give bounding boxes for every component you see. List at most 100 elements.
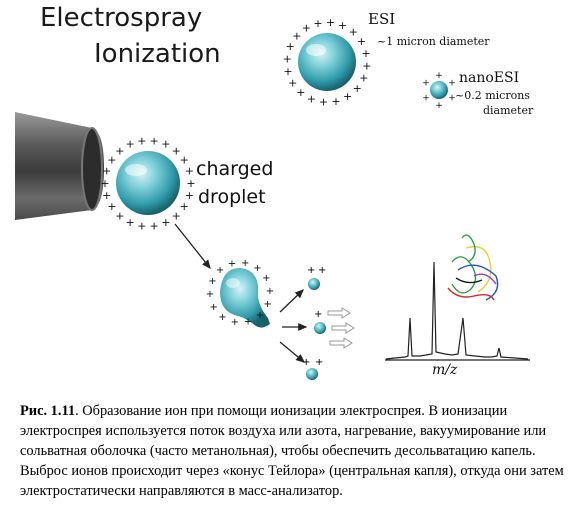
svg-text:+: + [314,309,322,320]
hollow-arrows [327,307,355,349]
charge-plus-sign: + [262,273,270,284]
charged-droplet: ++++++++++++++++++++++ [100,134,195,232]
charge-plus-sign: + [296,86,305,99]
charge-plus-sign: + [244,316,252,327]
charge-plus-sign: + [331,95,340,108]
charge-plus-sign: + [448,79,456,89]
svg-text:+: + [318,265,326,276]
emission-arrow-down [279,341,305,363]
ion-top: + + [307,265,326,290]
charge-plus-sign: + [326,16,335,29]
charge-plus-sign: + [357,35,366,48]
charge-plus-sign: + [125,138,134,151]
caption-prefix: Рис. 1.11 [20,403,76,419]
charge-plus-sign: + [115,209,124,222]
svg-text:+: + [315,357,323,368]
charge-plus-sign: + [186,177,195,190]
charge-plus-sign: + [362,59,371,72]
charge-plus-sign: + [107,154,116,167]
charge-plus-sign: + [161,138,170,151]
charge-plus-sign: + [161,216,170,229]
mz-axis-label: m/z [432,362,458,378]
charge-plus-sign: + [208,276,216,287]
charge-plus-sign: + [102,189,111,202]
charge-plus-sign: + [218,312,226,323]
charge-plus-sign: + [253,263,261,274]
charge-plus-sign: + [137,134,146,147]
charge-plus-sign: + [206,289,214,300]
charged-label: charged [196,158,274,180]
charge-plus-sign: + [137,219,146,232]
taylor-cone-droplet: ++++++++++++++ [206,258,274,328]
charge-plus-sign: + [185,189,194,202]
charge-plus-sign: + [185,165,194,178]
nanoesi-charges: + + + + + + [422,71,456,111]
charge-plus-sign: + [286,40,295,53]
figure-caption: Рис. 1.11. Образование ион при помощи ио… [20,401,568,501]
charge-plus-sign: + [266,286,274,297]
charge-plus-sign: + [302,22,311,35]
emission-arrow-up [279,289,304,313]
charge-plus-sign: + [361,47,370,60]
charge-plus-sign: + [125,216,134,229]
charge-plus-sign: + [435,71,443,81]
esi-droplet: ++++++++++++++++++++ [283,16,372,109]
nanoesi-diameter-label-1: ~0.2 microns [455,89,530,102]
charge-plus-sign: + [172,144,181,157]
esi-charges: ++++++++++++++++++++ [283,16,372,109]
charge-plus-sign: + [107,200,116,213]
charge-plus-sign: + [149,134,158,147]
charge-plus-sign: + [307,93,316,106]
charge-plus-sign: + [256,310,264,321]
capillary-needle [15,112,104,220]
charge-plus-sign: + [422,94,430,104]
svg-text:+: + [302,357,310,368]
caption-text: . Образование ион при помощи ионизации э… [20,403,564,499]
charge-plus-sign: + [283,52,292,65]
charge-plus-sign: + [353,82,362,95]
charge-plus-sign: + [263,299,271,310]
charge-plus-sign: + [241,258,249,269]
esi-label: ESI [368,10,396,28]
charge-plus-sign: + [349,26,358,39]
charge-plus-sign: + [180,200,189,213]
charge-plus-sign: + [292,30,301,43]
ion-middle: + [314,309,326,334]
flow-arrow [174,223,211,270]
diagram-canvas: ++++++++++++++++++++ ++++++ ++++++++++++… [15,16,530,380]
charge-plus-sign: + [149,219,158,232]
ion-bottom: + + [302,357,323,380]
charge-plus-sign: + [231,317,239,328]
charge-plus-sign: + [210,302,218,313]
charge-plus-sign: + [422,79,430,89]
charge-plus-sign: + [180,154,189,167]
charge-plus-sign: + [435,101,443,111]
title-line1: Electrospray [40,3,203,33]
charge-plus-sign: + [343,90,352,103]
spectrum-trace [385,261,529,360]
droplet-label: droplet [198,186,266,208]
charge-plus-sign: + [448,94,456,104]
svg-text:+: + [307,265,315,276]
charge-plus-sign: + [313,17,322,30]
charge-plus-sign: + [100,177,109,190]
nanoesi-label: nanoESI [459,70,520,86]
title-line2: Ionization [94,39,221,69]
charge-plus-sign: + [319,96,328,109]
charge-plus-sign: + [115,144,124,157]
nanoesi-diameter-label-2: diameter [483,104,534,117]
charge-plus-sign: + [338,19,347,32]
charged-droplet-charges: ++++++++++++++++++++++ [100,134,195,232]
charge-plus-sign: + [288,77,297,90]
protein-structure [447,234,499,301]
charge-plus-sign: + [216,265,224,276]
charge-plus-sign: + [283,65,292,78]
nanoesi-droplet: + + + + + + [422,71,456,111]
mass-spectrum [385,261,530,361]
esi-diameter-label: ~1 micron diameter [377,35,490,48]
charge-plus-sign: + [102,165,111,178]
charge-plus-sign: + [359,72,368,85]
esi-diagram: ++++++++++++++++++++ ++++++ ++++++++++++… [15,3,534,380]
charge-plus-sign: + [172,209,181,222]
charge-plus-sign: + [228,259,236,270]
